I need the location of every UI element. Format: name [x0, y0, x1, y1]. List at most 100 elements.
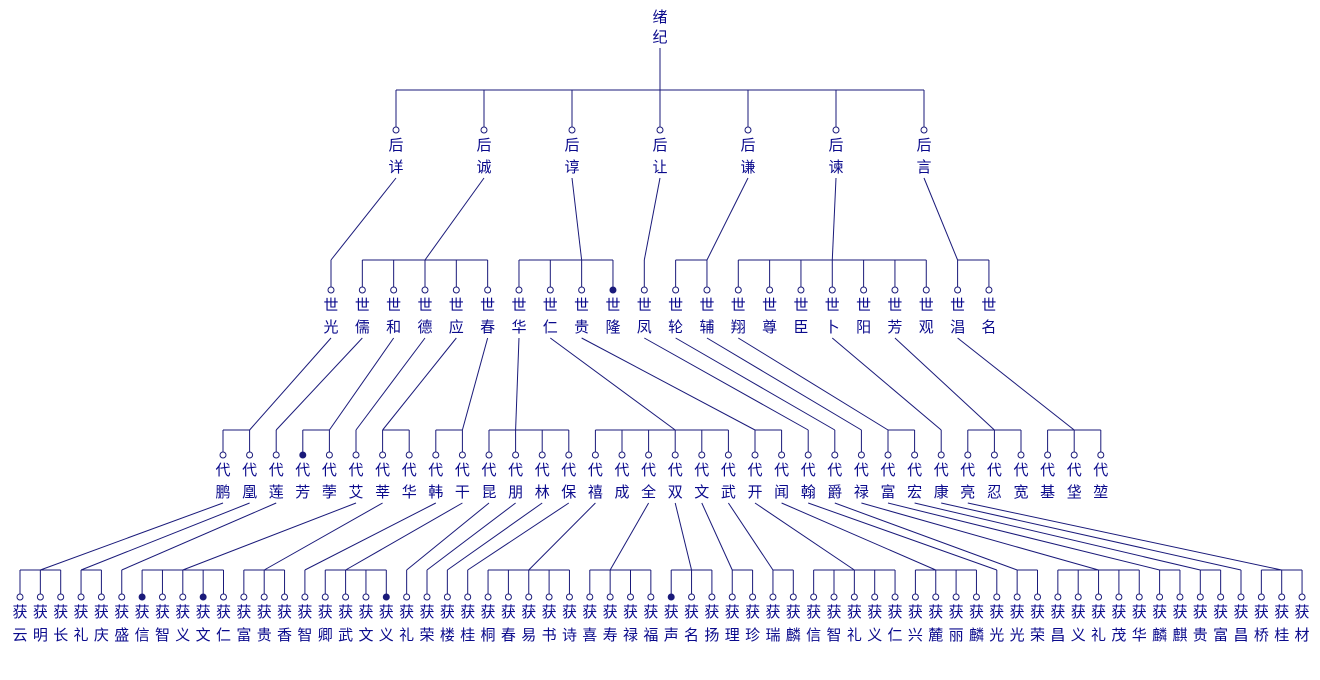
- edge-parent-connector: [861, 502, 1099, 571]
- generation-char: 代: [854, 461, 869, 479]
- generation-char: 获: [114, 603, 129, 621]
- generation-char: 代: [269, 461, 284, 479]
- person-node: 获诗: [562, 593, 577, 644]
- node-marker: [920, 126, 928, 134]
- generation-char: 获: [1071, 603, 1086, 621]
- generation-char: 世: [950, 296, 965, 314]
- generation-char: 获: [765, 603, 780, 621]
- node-marker: [857, 451, 865, 459]
- person-node: 获智: [297, 593, 312, 644]
- generation-char: 获: [1010, 603, 1025, 621]
- given-name-char: 翰: [801, 483, 816, 501]
- node-marker: [1070, 451, 1078, 459]
- node-marker: [591, 451, 599, 459]
- node-marker: [850, 593, 858, 601]
- given-name-char: 凰: [242, 483, 257, 501]
- generation-char: 获: [460, 603, 475, 621]
- node-marker: [36, 593, 44, 601]
- given-name-char: 卜: [825, 318, 840, 336]
- person-node: 代莘: [375, 451, 390, 501]
- person-node: 获贵: [1193, 593, 1208, 644]
- person-node: 代武: [721, 451, 736, 501]
- node-marker: [443, 593, 451, 601]
- given-name-char: 光: [1010, 626, 1025, 644]
- generation-char: 世: [793, 296, 808, 314]
- generation-char: 获: [297, 603, 312, 621]
- person-node: 后谆: [564, 126, 580, 176]
- given-name-char: 让: [652, 158, 667, 176]
- given-name-char: 麟: [1152, 626, 1167, 644]
- given-name-char: 麓: [928, 626, 943, 644]
- generation-char: 代: [242, 461, 257, 479]
- person-node: 获寿: [603, 593, 618, 644]
- generation-char: 获: [826, 603, 841, 621]
- edge-parent-connector: [727, 502, 774, 571]
- edge-parent-connector: [461, 337, 489, 431]
- generation-char: 世: [511, 296, 526, 314]
- node-marker: [342, 593, 350, 601]
- generation-char: 代: [641, 461, 656, 479]
- generation-char: 世: [731, 296, 746, 314]
- person-node: 代闻: [774, 451, 789, 501]
- person-node: 获禄: [623, 593, 638, 644]
- node-marker: [390, 286, 398, 294]
- node-marker: [1196, 593, 1204, 601]
- generation-char: 获: [257, 603, 272, 621]
- person-node: 代文: [694, 451, 709, 501]
- node-marker: [766, 286, 774, 294]
- node-marker: [860, 286, 868, 294]
- tree-edges: [19, 48, 1303, 594]
- edge-parent-connector: [528, 502, 596, 571]
- person-node: 获珍: [745, 593, 760, 644]
- node-marker: [423, 593, 431, 601]
- node-marker: [990, 451, 998, 459]
- edge-parent-connector: [249, 337, 332, 431]
- generation-char: 代: [801, 461, 816, 479]
- generation-char: 获: [643, 603, 658, 621]
- generation-char: 获: [1091, 603, 1106, 621]
- person-node: 获桂: [460, 593, 475, 644]
- person-node: 获光: [989, 593, 1004, 644]
- generation-char: 获: [786, 603, 801, 621]
- node-marker: [734, 286, 742, 294]
- node-marker: [260, 593, 268, 601]
- given-name-char: 尊: [762, 318, 777, 336]
- person-node: 后让: [652, 126, 668, 176]
- person-node: 代林: [535, 451, 550, 501]
- edge-parent-connector: [263, 502, 383, 571]
- node-marker: [57, 593, 65, 601]
- given-name-char: 喜: [582, 626, 597, 644]
- given-name-char: 禧: [588, 483, 603, 501]
- given-name-char: 珍: [745, 626, 760, 644]
- node-marker: [804, 451, 812, 459]
- generation-char: 获: [806, 603, 821, 621]
- generation-char: 世: [762, 296, 777, 314]
- person-node: 代忍: [987, 451, 1002, 501]
- edge-parent-connector: [424, 177, 485, 261]
- generation-char: 获: [725, 603, 740, 621]
- node-marker-filled: [138, 593, 146, 601]
- node-marker: [703, 286, 711, 294]
- node-marker: [810, 593, 818, 601]
- node-marker: [647, 593, 655, 601]
- given-name-char: 庆: [94, 626, 109, 644]
- given-name-char: 儒: [355, 318, 370, 336]
- node-marker: [884, 451, 892, 459]
- given-name-char: 名: [684, 626, 699, 644]
- person-node: 世和: [386, 286, 401, 336]
- person-node: 世华: [511, 286, 526, 336]
- generation-char: 获: [542, 603, 557, 621]
- node-marker: [219, 451, 227, 459]
- node-marker: [568, 126, 576, 134]
- person-node: 世仁: [543, 286, 558, 336]
- edge-parent-connector: [738, 337, 889, 431]
- generation-char: 代: [907, 461, 922, 479]
- given-name-char: 福: [643, 626, 658, 644]
- generation-char: 获: [664, 603, 679, 621]
- node-marker-filled: [609, 286, 617, 294]
- given-name-char: 贵: [257, 626, 272, 644]
- given-name-char: 义: [175, 626, 190, 644]
- generation-char: 世: [919, 296, 934, 314]
- node-marker: [362, 593, 370, 601]
- generation-char: 代: [588, 461, 603, 479]
